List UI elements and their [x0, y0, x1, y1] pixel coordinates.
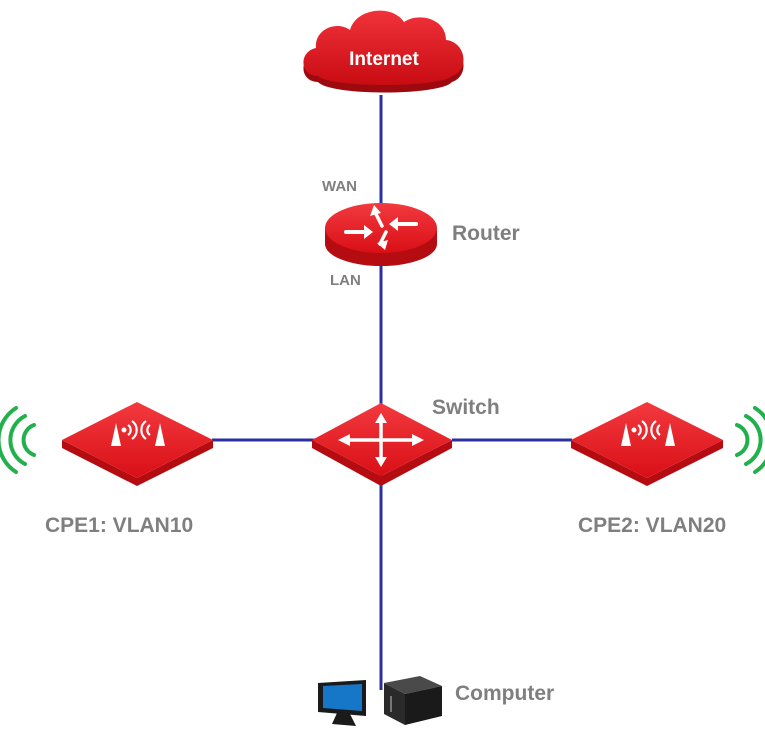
internet-label: Internet: [349, 49, 419, 70]
cpe2-label: CPE2: VLAN20: [578, 514, 726, 537]
cpe-antenna-icon: [62, 402, 213, 486]
cpe2-node: CPE2: VLAN20: [571, 402, 765, 537]
router-wan-label: WAN: [322, 178, 357, 195]
cpe1-label: CPE1: VLAN10: [45, 514, 193, 537]
router-node: WAN LAN Router: [322, 178, 520, 289]
internet-node: Internet: [303, 10, 464, 93]
router-lan-label: LAN: [330, 272, 361, 289]
switch-label: Switch: [432, 396, 500, 419]
computer-label: Computer: [455, 682, 554, 705]
router-icon: [325, 203, 437, 266]
wireless-signal-icon: [0, 406, 36, 474]
wireless-signal-icon: [735, 406, 765, 474]
cloud-icon: [303, 10, 464, 93]
switch-node: Switch: [312, 396, 500, 486]
computer-node: Computer: [318, 676, 554, 726]
links: [212, 95, 572, 690]
desktop-computer-icon: [318, 676, 442, 726]
switch-icon: [312, 403, 452, 486]
cpe1-node: CPE1: VLAN10: [0, 402, 213, 537]
cpe-antenna-icon: [571, 402, 723, 486]
router-label: Router: [452, 222, 520, 245]
